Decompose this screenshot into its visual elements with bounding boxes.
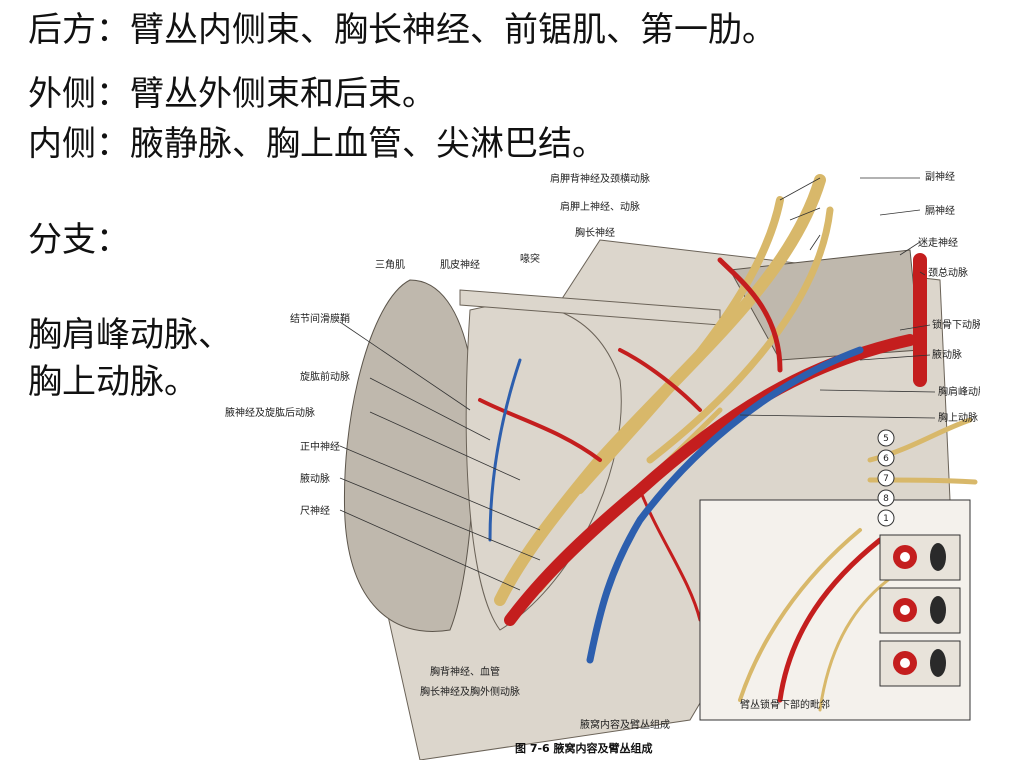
label-common-carotid: 颈总动脉: [928, 266, 968, 279]
label-vagus-nerve: 迷走神经: [918, 236, 958, 249]
label-accessory-nerve: 副神经: [925, 170, 955, 183]
label-median-nerve: 正中神经: [300, 440, 340, 453]
svg-text:7: 7: [883, 474, 889, 484]
label-inset: 臂丛锁骨下部的毗邻: [740, 698, 830, 711]
label-ulnar-nerve: 尺神经: [300, 504, 330, 517]
text-posterior: 后方：臂丛内侧束、胸长神经、前锯肌、第一肋。: [28, 10, 776, 50]
label-thoracodorsal: 胸背神经、血管: [430, 665, 500, 678]
inset-cross-sections: [879, 534, 961, 687]
text-branches-heading: 分支：: [28, 220, 130, 260]
label-axillary-artery-right: 腋动脉: [932, 348, 962, 361]
text-medial: 内侧：腋静脉、胸上血管、尖淋巴结。: [28, 124, 606, 164]
svg-text:5: 5: [883, 434, 889, 444]
text-branch-thoracoacromial: 胸肩峰动脉、: [28, 315, 232, 355]
svg-text:6: 6: [883, 454, 889, 464]
label-long-thoracic-top: 胸长神经: [575, 226, 615, 239]
label-coracoid: 喙突: [520, 252, 540, 265]
leader-lines: [339, 177, 936, 591]
veins: [488, 346, 864, 664]
label-deltoid: 三角肌: [375, 259, 405, 271]
axilla-anatomy-figure: 5 6 7 8 1 三角肌 肌皮神经 喙突 结节间滑膜鞘 旋肱前动脉 腋神经及旋…: [225, 170, 980, 760]
label-suprascapular: 肩胛上神经、动脉: [560, 200, 640, 213]
label-axillary-nerve: 腋神经及旋肱后动脉: [225, 406, 315, 419]
svg-text:8: 8: [883, 494, 889, 504]
label-axillary-artery-left: 腋动脉: [300, 472, 330, 485]
figure-caption: 图 7-6 腋窝内容及臂丛组成: [515, 741, 653, 755]
label-superior-thoracic: 胸上动脉: [938, 411, 978, 424]
caption-title: 腋窝内容及臂丛组成: [580, 718, 670, 731]
label-dorsal-scapular: 肩胛背神经及颈横动脉: [550, 172, 650, 185]
label-long-thoracic-lateral: 胸长神经及胸外侧动脉: [420, 685, 520, 698]
svg-text:1: 1: [883, 514, 889, 524]
brachial-plexus-nerves: [494, 174, 978, 606]
nerve-root-numbers: 5 6 7 8 1: [877, 429, 895, 527]
label-musculocutaneous-nerve: 肌皮神经: [440, 258, 480, 271]
text-lateral: 外侧：臂丛外侧束和后束。: [28, 74, 436, 114]
figure-labels: 三角肌 肌皮神经 喙突 结节间滑膜鞘 旋肱前动脉 腋神经及旋肱后动脉 正中神经 …: [225, 170, 980, 755]
label-phrenic-nerve: 膈神经: [925, 204, 955, 217]
label-thoracoacromial: 胸肩峰动脉: [938, 385, 980, 398]
label-anterior-circumflex: 旋肱前动脉: [300, 370, 350, 383]
label-subclavian-artery: 锁骨下动脉: [932, 318, 980, 331]
text-branch-superior-thoracic: 胸上动脉。: [28, 362, 198, 402]
label-intertubercular-sheath: 结节间滑膜鞘: [290, 312, 350, 325]
